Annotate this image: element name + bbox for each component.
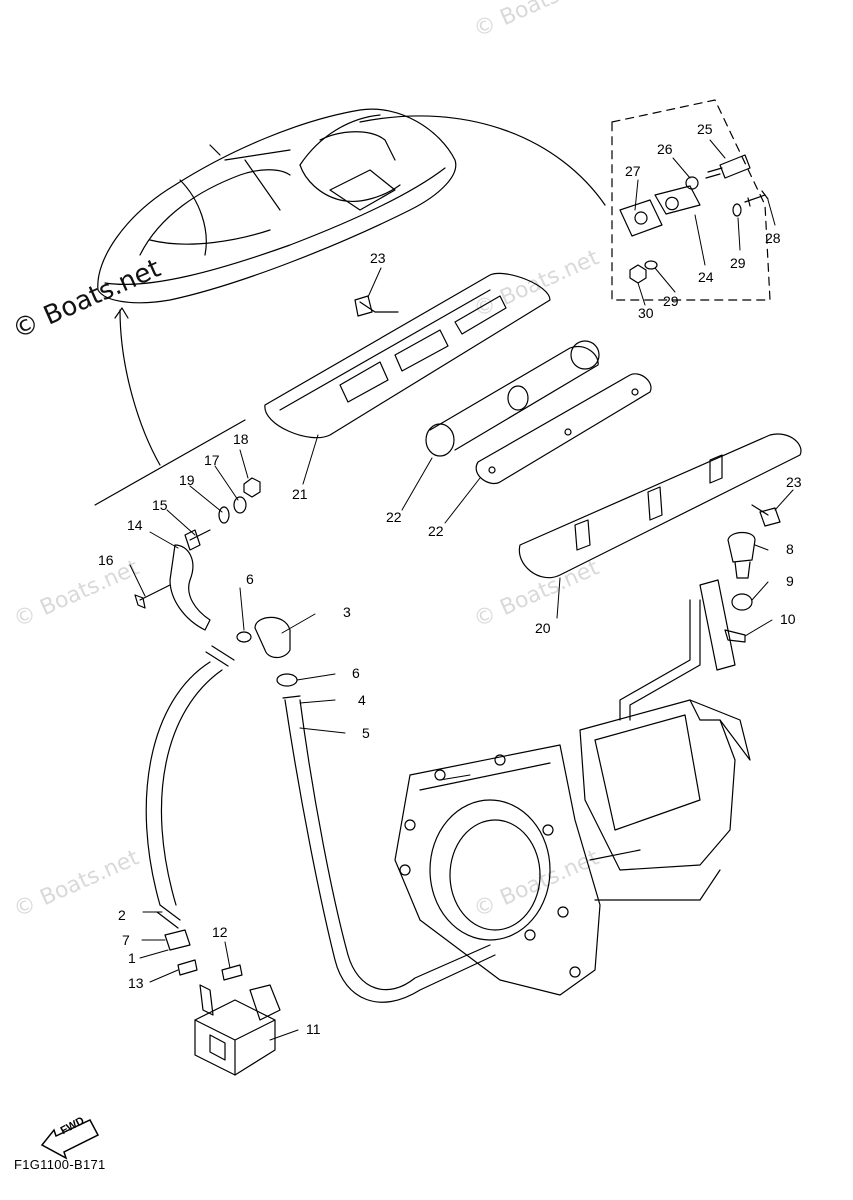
callout-4: 4: [358, 692, 366, 708]
callout-29: 29: [663, 293, 679, 309]
hose-5: [284, 699, 496, 1003]
leader-lines: [129, 139, 794, 1041]
callout-2: 2: [118, 907, 126, 923]
fwd-arrow-icon: FWD: [40, 1110, 110, 1165]
callout-labels: 1 2 3 4 5 6 6 7 8 9 10 11 12 13 14 15 16…: [98, 121, 802, 1037]
callout-23: 23: [786, 474, 802, 490]
callout-28: 28: [765, 230, 781, 246]
callout-5: 5: [362, 725, 370, 741]
callout-16: 16: [98, 552, 114, 568]
leader-curve: [359, 115, 606, 206]
callout-1: 1: [128, 950, 136, 966]
callout-3: 3: [343, 604, 351, 620]
callout-12: 12: [212, 924, 228, 940]
part-26-oring: [685, 176, 699, 190]
part-25-sensor: [705, 154, 751, 179]
callout-22: 22: [428, 523, 444, 539]
callout-25: 25: [697, 121, 713, 137]
callout-6: 6: [246, 571, 254, 587]
part-22-bracket: [475, 373, 652, 484]
callout-30: 30: [638, 305, 654, 321]
callout-17: 17: [204, 452, 220, 468]
callout-13: 13: [128, 975, 144, 991]
callout-20: 20: [535, 620, 551, 636]
diagram-code: F1G1100-B171: [14, 1157, 106, 1172]
callout-23: 23: [370, 250, 386, 266]
part-21-cover: [264, 272, 551, 439]
callout-14: 14: [127, 517, 143, 533]
callout-9: 9: [786, 573, 794, 589]
detail-box-outline: [611, 99, 771, 301]
callout-15: 15: [152, 497, 168, 513]
callout-6: 6: [352, 665, 360, 681]
callout-19: 19: [179, 472, 195, 488]
part-27-plate: [619, 199, 663, 237]
callout-26: 26: [657, 141, 673, 157]
callout-11: 11: [306, 1021, 321, 1037]
jet-nozzle: [579, 599, 751, 871]
watercraft-illustration: [97, 108, 457, 304]
part-22-damper: [425, 340, 600, 457]
callout-10: 10: [780, 611, 796, 627]
callout-29: 29: [730, 255, 746, 271]
callout-21: 21: [292, 486, 308, 502]
part-20-cover: [518, 433, 802, 579]
hose-2: [145, 661, 223, 906]
pump-housing: [394, 744, 721, 996]
callout-7: 7: [122, 932, 130, 948]
callout-27: 27: [625, 163, 641, 179]
callout-18: 18: [233, 431, 249, 447]
callout-24: 24: [698, 269, 714, 285]
part-11-module: [194, 984, 281, 1076]
callout-8: 8: [786, 541, 794, 557]
callout-22: 22: [386, 509, 402, 525]
leader-curve: [119, 309, 161, 466]
